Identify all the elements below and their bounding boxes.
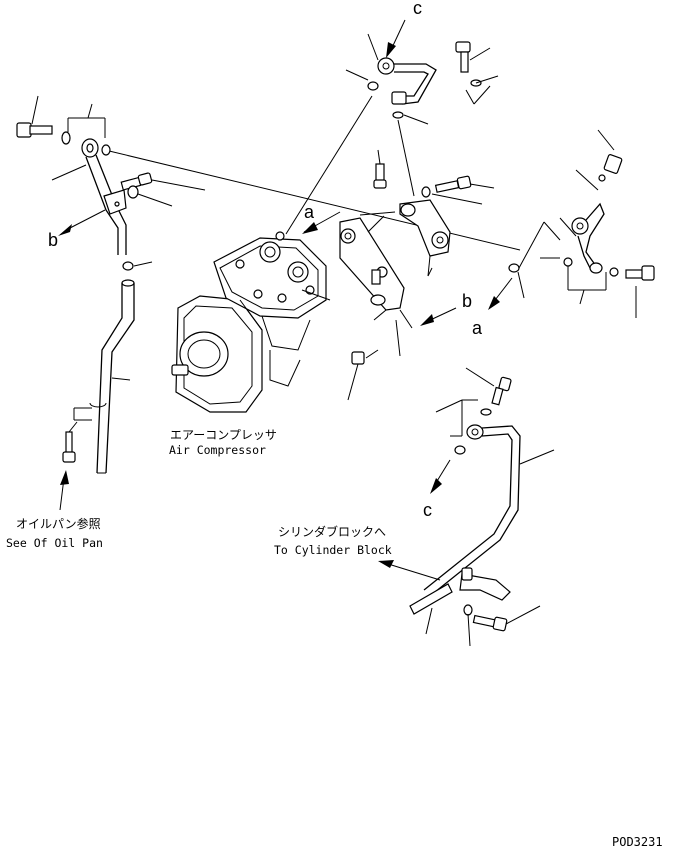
eye-fitting-top bbox=[367, 33, 395, 75]
o-ring-left bbox=[122, 261, 153, 271]
elbow-right bbox=[575, 129, 623, 191]
arrow-cylinder-block bbox=[378, 560, 441, 581]
air-compressor-label-jp: エアーコンプレッサ bbox=[170, 428, 277, 442]
washer-right bbox=[508, 221, 607, 305]
arrow-a-right bbox=[488, 277, 513, 310]
callout-c-top: c bbox=[413, 0, 422, 18]
bolt-valve-right bbox=[421, 175, 495, 205]
figure-code: POD3231 bbox=[612, 835, 663, 849]
callout-b-left: b bbox=[48, 230, 58, 250]
cylinder-block-label-en: To Cylinder Block bbox=[274, 543, 392, 557]
washer-top-mid bbox=[392, 111, 429, 197]
arrow-a-upper bbox=[302, 211, 341, 234]
pipe-right bbox=[559, 202, 605, 274]
cylinder-block-label-jp: シリンダブロックへ bbox=[278, 524, 386, 539]
bolt-top-right bbox=[455, 41, 499, 105]
bolt-upper-left bbox=[16, 95, 53, 138]
bolt-lower-right-bottom bbox=[425, 604, 541, 647]
oil-pan-label-en: See Of Oil Pan bbox=[6, 536, 103, 550]
washer-upper-left bbox=[61, 103, 106, 145]
bolt-lower-left bbox=[62, 421, 78, 463]
air-compressor-label-en: Air Compressor bbox=[169, 443, 266, 457]
air-compressor bbox=[171, 95, 373, 413]
washer-top-left bbox=[345, 69, 379, 91]
eye-fitting-left bbox=[81, 138, 111, 158]
oil-tube-upper bbox=[51, 154, 127, 255]
bracket bbox=[339, 215, 413, 357]
bolt-right bbox=[609, 265, 655, 318]
top-pipe bbox=[391, 63, 437, 105]
callout-a-right: a bbox=[472, 318, 483, 338]
clamp-b-left bbox=[58, 209, 106, 236]
lower-pipe bbox=[409, 424, 555, 615]
bolt-lower-right-top bbox=[435, 367, 512, 437]
callout-a-upper: a bbox=[304, 202, 315, 222]
callout-c-lower: c bbox=[423, 500, 432, 520]
alignment-line bbox=[104, 149, 521, 251]
arrow-c-lower bbox=[430, 459, 451, 494]
oil-tube-lower bbox=[73, 279, 135, 474]
callout-b-right: b bbox=[462, 291, 472, 311]
arrow-oil-pan bbox=[59, 470, 69, 511]
arrow-c-top bbox=[386, 19, 406, 58]
oil-pan-label-jp: オイルパン参照 bbox=[16, 516, 101, 531]
bolt-mid-left bbox=[120, 172, 206, 207]
arrow-b-right bbox=[420, 307, 457, 326]
bolt-center bbox=[373, 149, 387, 189]
nut-bracket bbox=[347, 349, 379, 401]
valve-body bbox=[399, 199, 451, 277]
